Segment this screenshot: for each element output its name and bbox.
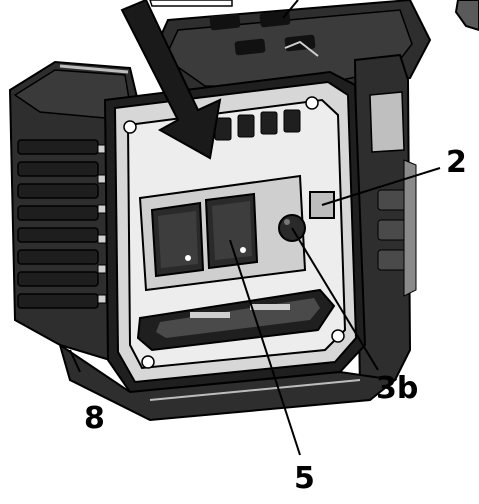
- leader-line-3b: [291, 227, 379, 371]
- sensor-button: [278, 214, 306, 242]
- front-panel: [123, 96, 347, 370]
- leader-line-2: [321, 167, 441, 206]
- right-side-housing: [353, 53, 417, 392]
- leader-line-top: [282, 0, 299, 19]
- base-rim: [58, 342, 398, 422]
- bottom-handle-slot: [136, 288, 336, 352]
- leader-lines: [69, 0, 441, 456]
- top-right-object: [454, 0, 479, 32]
- callout-label-5: 5: [294, 461, 315, 496]
- callout-label-8: 8: [84, 401, 105, 436]
- laser-window-right: [204, 192, 259, 270]
- callout-label-2: 2: [446, 145, 467, 180]
- leader-line-5: [229, 239, 301, 456]
- laser-window-left: [150, 201, 205, 278]
- top-vents: [214, 109, 301, 141]
- screw-icons: [123, 96, 345, 369]
- callout-label-3b: 3b: [376, 371, 418, 406]
- leader-line-8: [69, 349, 81, 373]
- down-right-arrow-icon: [120, 0, 233, 160]
